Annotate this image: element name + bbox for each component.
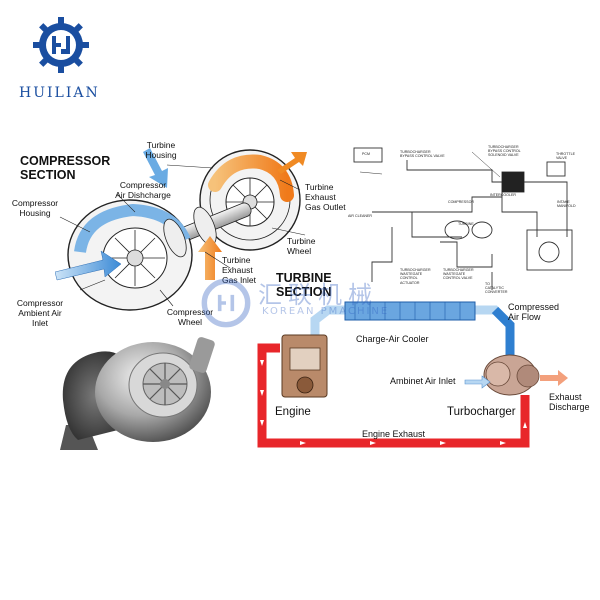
compressor-housing-label: Compressor Housing — [11, 198, 59, 218]
huilian-gear-logo-icon — [33, 17, 89, 73]
watermark-cn: 汇联机械 — [258, 281, 378, 309]
exhaust-discharge-label: Exhaust Discharge — [549, 392, 590, 412]
turbo-system-schematic — [353, 147, 573, 290]
wastegate-actuator-label: TURBOCHARGER WASTEGATE CONTROL ACTUATOR — [400, 268, 431, 285]
ambient-air-inlet-label: Ambinet Air Inlet — [390, 376, 456, 386]
brand-name: HUILIAN — [19, 85, 100, 101]
turbine-wheel-label: Turbine Wheel — [287, 236, 316, 256]
bypass-control-valve-label: TURBOCHARGER BYPASS CONTROL VALVE — [400, 150, 445, 159]
compressor-wheel-label: Compressor Wheel — [166, 307, 214, 327]
pcm-label: PCM — [362, 152, 370, 156]
watermark-logo-icon — [201, 278, 251, 328]
turbine-exhaust-gas-inlet-label: Turbine Exhaust Gas Inlet — [222, 255, 257, 285]
turbine-exhaust-gas-outlet-label: Turbine Exhaust Gas Outlet — [305, 182, 346, 212]
turbocharger-label: Turbocharger — [447, 406, 516, 418]
bypass-solenoid-valve-label: TURBOCHARGER BYPASS CONTROL SOLENOID VAL… — [488, 145, 521, 158]
turbocharger-photo — [60, 337, 215, 450]
turbine-schematic-label: TURBINE — [458, 222, 474, 226]
turbo-cutaway-illustration — [55, 148, 307, 311]
to-converter-label: To Catalytic Converter — [485, 282, 508, 295]
compressor-label: COMPRESSOR — [448, 200, 474, 204]
intercooler-label: INTERCOOLER — [490, 193, 516, 197]
watermark-en: KOREAN PMACHINE — [262, 306, 390, 317]
compressor-ambient-air-inlet-label: Compressor Ambient Air Inlet — [16, 298, 64, 328]
turbine-housing-label: Turbine Housing — [145, 140, 177, 160]
intake-manifold-label: INTAKE MANIFOLD — [557, 200, 576, 209]
engine-label: Engine — [275, 406, 311, 418]
turbine-section-label: TURBINE SECTION — [276, 271, 332, 299]
compressor-section-label: COMPRESSOR SECTION — [20, 154, 111, 182]
charge-air-cooler-label: Charge-Air Cooler — [356, 334, 429, 344]
air-flow-diagram — [257, 301, 568, 448]
compressed-air-flow-label: Compressed Air Flow — [508, 302, 560, 322]
compressor-air-discharge-label: Compressor Air Dishcharge — [115, 180, 171, 200]
wastegate-valve-label: TURBOCHARGER WASTEGATE CONTROL VALVE — [443, 268, 474, 281]
engine-exhaust-label: Engine Exhaust — [362, 429, 426, 439]
air-cleaner-label: AIR CLEANER — [348, 214, 372, 218]
throttle-valve-label: THROTTLE VALVE — [556, 152, 575, 161]
